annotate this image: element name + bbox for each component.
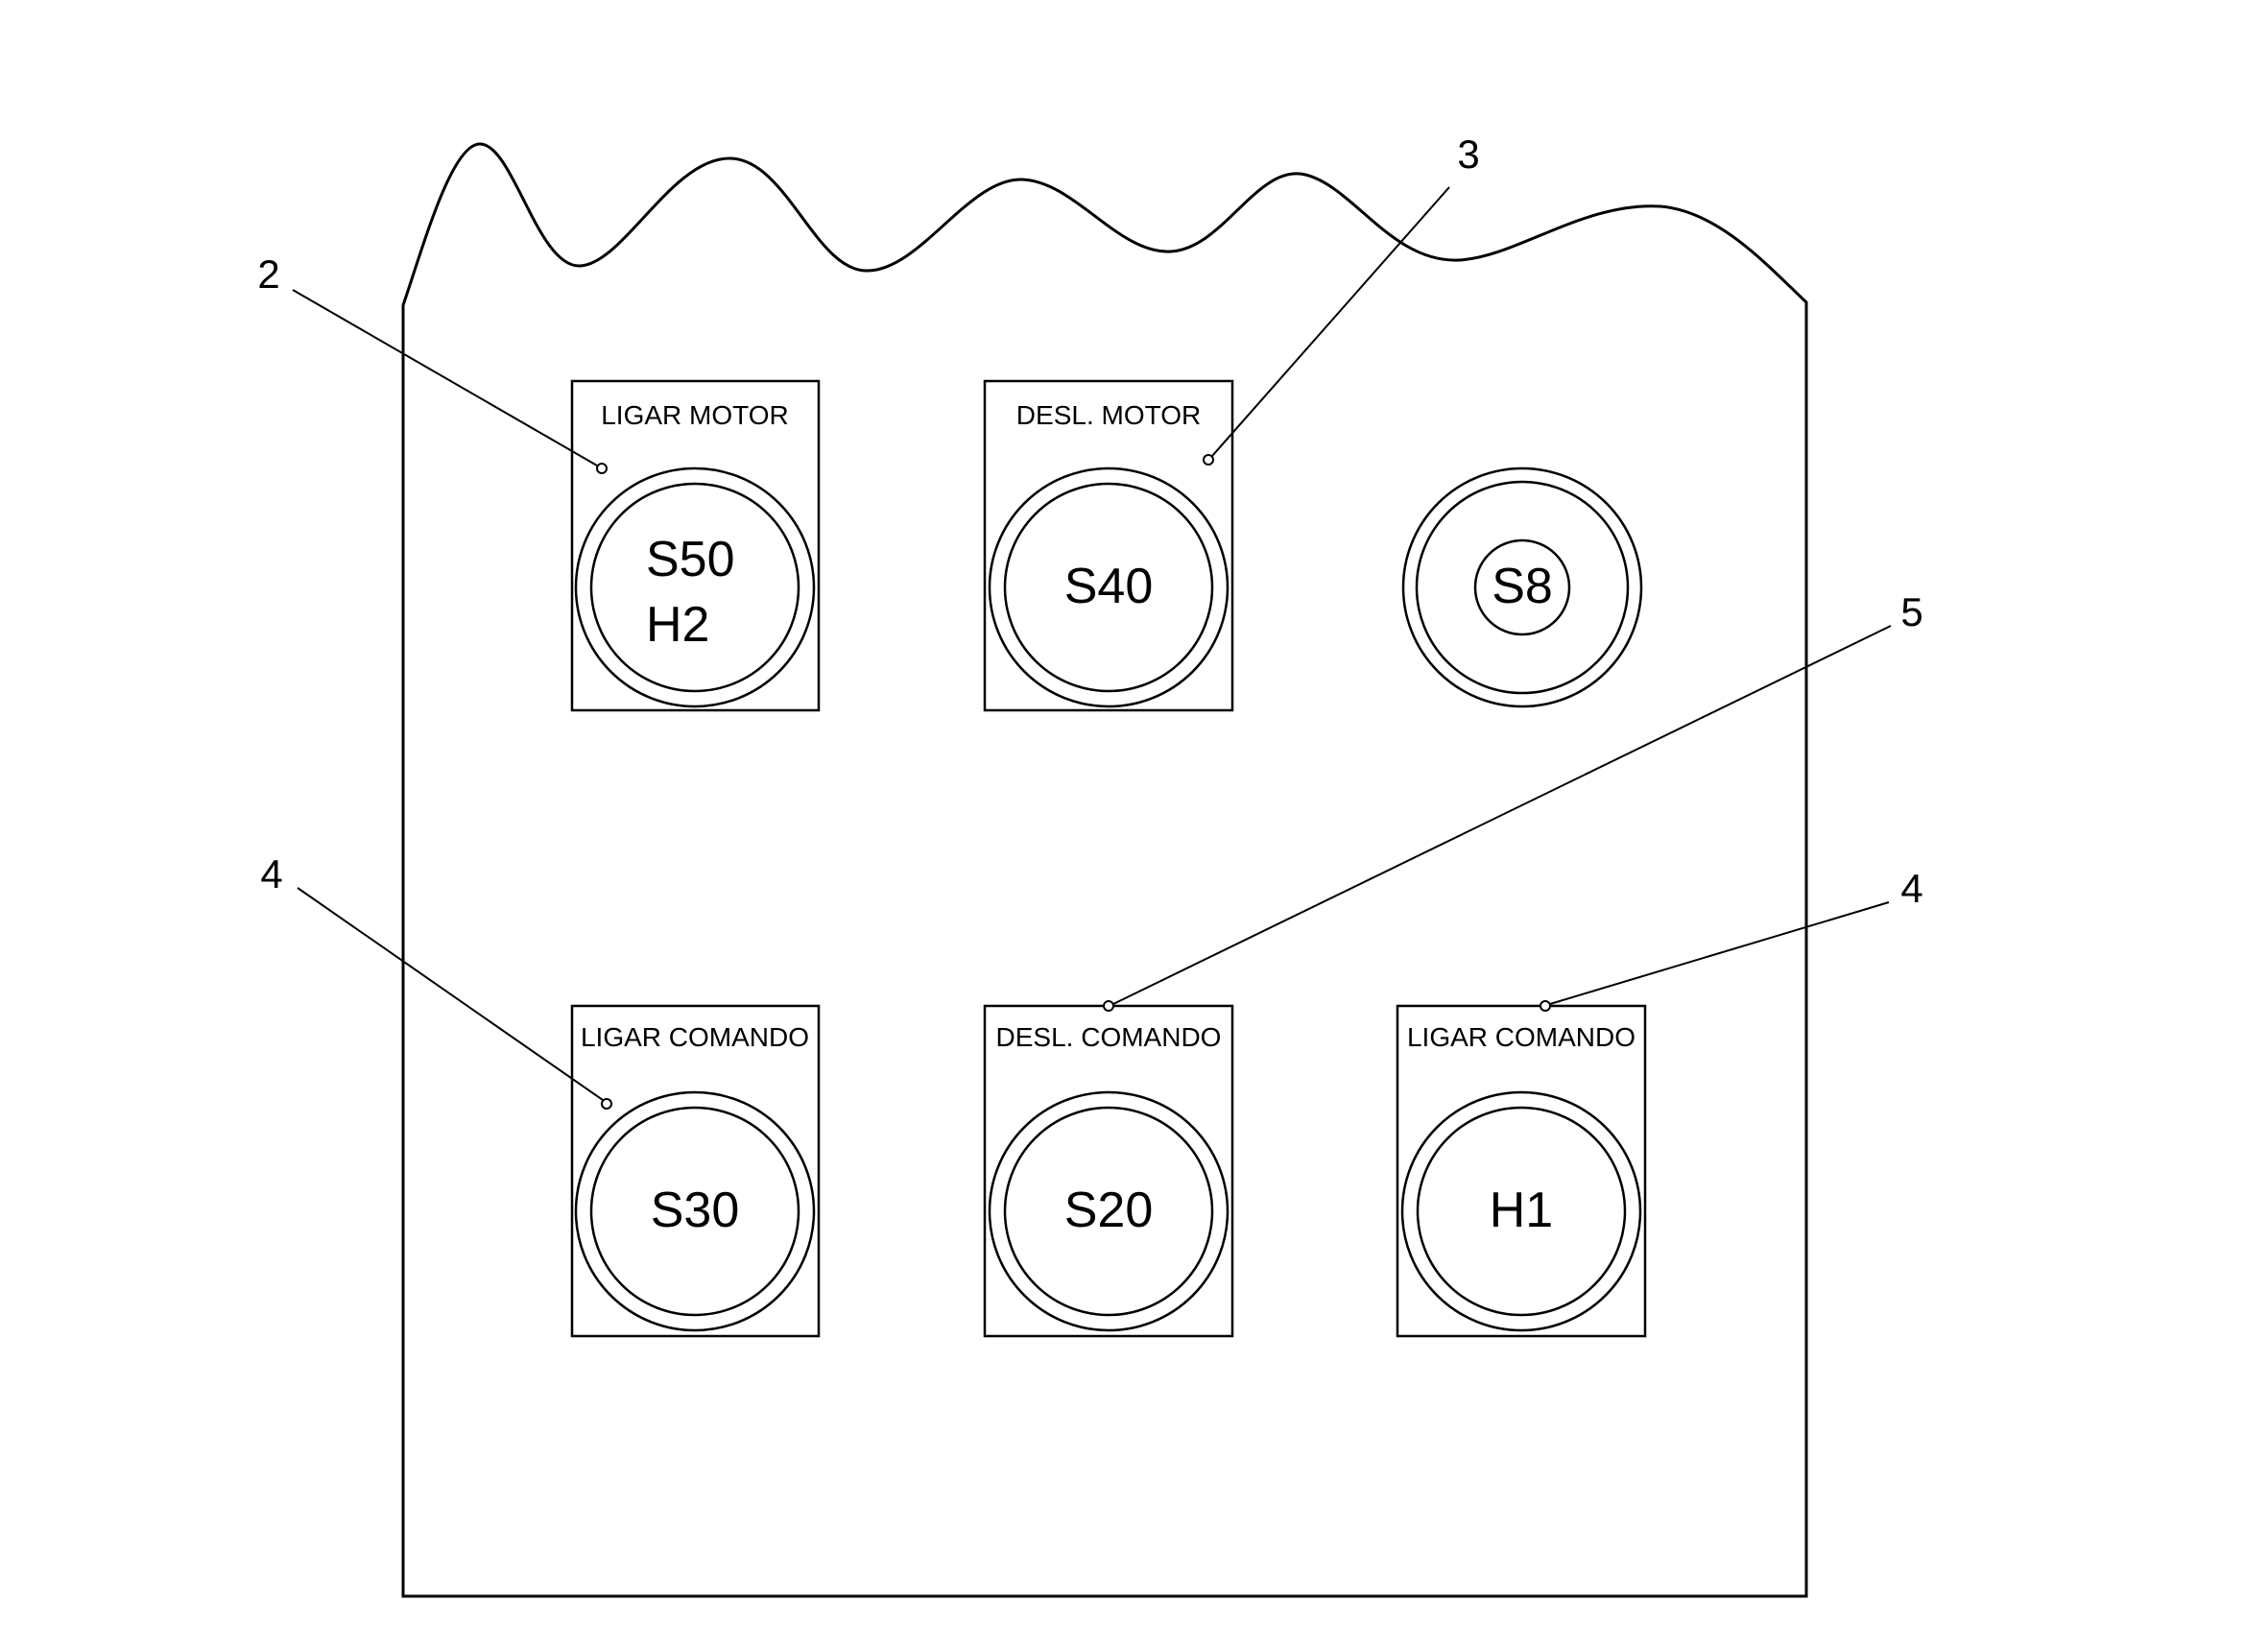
button-label-h2: H2 (646, 597, 709, 653)
plate-label: LIGAR COMANDO (581, 1022, 809, 1052)
button-label-s40: S40 (1064, 559, 1154, 614)
plate-ligar-comando-left: LIGAR COMANDO S30 (570, 1004, 821, 1338)
mounting-hole (1103, 1000, 1114, 1012)
plate-frame (983, 379, 1234, 712)
plate-ligar-comando-right: LIGAR COMANDO H1 (1396, 1000, 1647, 1338)
leader-line (297, 887, 604, 1101)
callout-4-right: 4 (1549, 866, 1923, 1005)
mounting-hole (1203, 454, 1214, 466)
push-button-inner-ring[interactable] (1003, 482, 1214, 693)
selector-switch-s8[interactable]: S8 (1401, 466, 1643, 708)
push-button-inner-ring[interactable] (1003, 1106, 1214, 1317)
callout-number: 4 (1900, 866, 1922, 911)
callout-number: 4 (260, 851, 282, 896)
selector-label-s8: S8 (1492, 559, 1553, 614)
callout-3: 3 (1211, 131, 1480, 457)
push-button-outer-ring[interactable] (988, 1090, 1229, 1332)
push-button-outer-ring[interactable] (988, 466, 1229, 708)
plate-frame (570, 1004, 821, 1338)
plate-frame (570, 379, 821, 712)
plate-desl-comando: DESL. COMANDO S20 (983, 1000, 1234, 1338)
plate-label: DESL. COMANDO (996, 1022, 1222, 1052)
push-button-inner-ring[interactable] (589, 1106, 800, 1317)
selector-knob[interactable] (1473, 538, 1571, 636)
plate-frame (983, 1004, 1234, 1338)
leader-line (1211, 186, 1450, 457)
mounting-hole (601, 1098, 612, 1110)
plate-label: DESL. MOTOR (1016, 400, 1201, 430)
mounting-hole (1540, 1000, 1551, 1012)
panel-outline (401, 142, 1808, 1598)
callout-4-left: 4 (260, 851, 604, 1101)
mounting-hole (596, 463, 608, 474)
callout-number: 5 (1900, 589, 1922, 634)
push-button-outer-ring[interactable] (574, 1090, 816, 1332)
selector-outer-ring[interactable] (1401, 466, 1643, 708)
plate-ligar-motor: LIGAR MOTOR S50 H2 (570, 379, 821, 712)
button-label-s50: S50 (646, 532, 735, 587)
plate-frame (1396, 1004, 1647, 1338)
button-label-h1: H1 (1490, 1183, 1553, 1238)
push-button-outer-ring[interactable] (574, 466, 816, 708)
callout-number: 2 (257, 251, 279, 297)
callout-number: 3 (1457, 131, 1479, 177)
callout-2: 2 (257, 251, 598, 466)
leader-line (1112, 625, 1892, 1005)
plate-desl-motor: DESL. MOTOR S40 (983, 379, 1234, 712)
callout-5: 5 (1112, 589, 1923, 1005)
plate-label: LIGAR MOTOR (601, 400, 789, 430)
plate-label: LIGAR COMANDO (1407, 1022, 1635, 1052)
leader-line (292, 289, 598, 466)
selector-middle-ring[interactable] (1415, 480, 1630, 695)
button-label-s30: S30 (651, 1183, 740, 1238)
pilot-light-inner-ring[interactable] (1416, 1106, 1627, 1317)
pilot-light-outer-ring[interactable] (1400, 1090, 1642, 1332)
push-button-inner-ring[interactable] (589, 482, 800, 693)
leader-line (1549, 901, 1890, 1005)
button-label-s20: S20 (1064, 1183, 1154, 1238)
